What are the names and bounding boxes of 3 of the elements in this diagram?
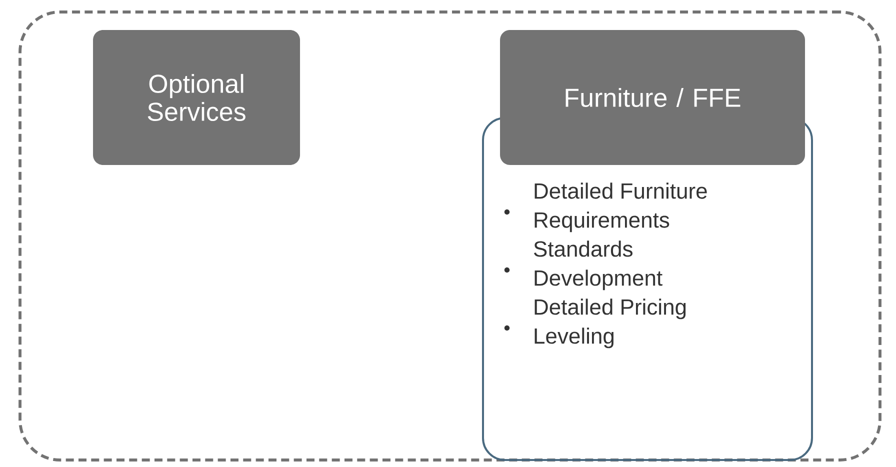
process-box: Furniture / FFE <box>500 30 805 165</box>
dashed-group-frame <box>18 10 882 462</box>
process-box: Optional Services <box>93 30 300 165</box>
